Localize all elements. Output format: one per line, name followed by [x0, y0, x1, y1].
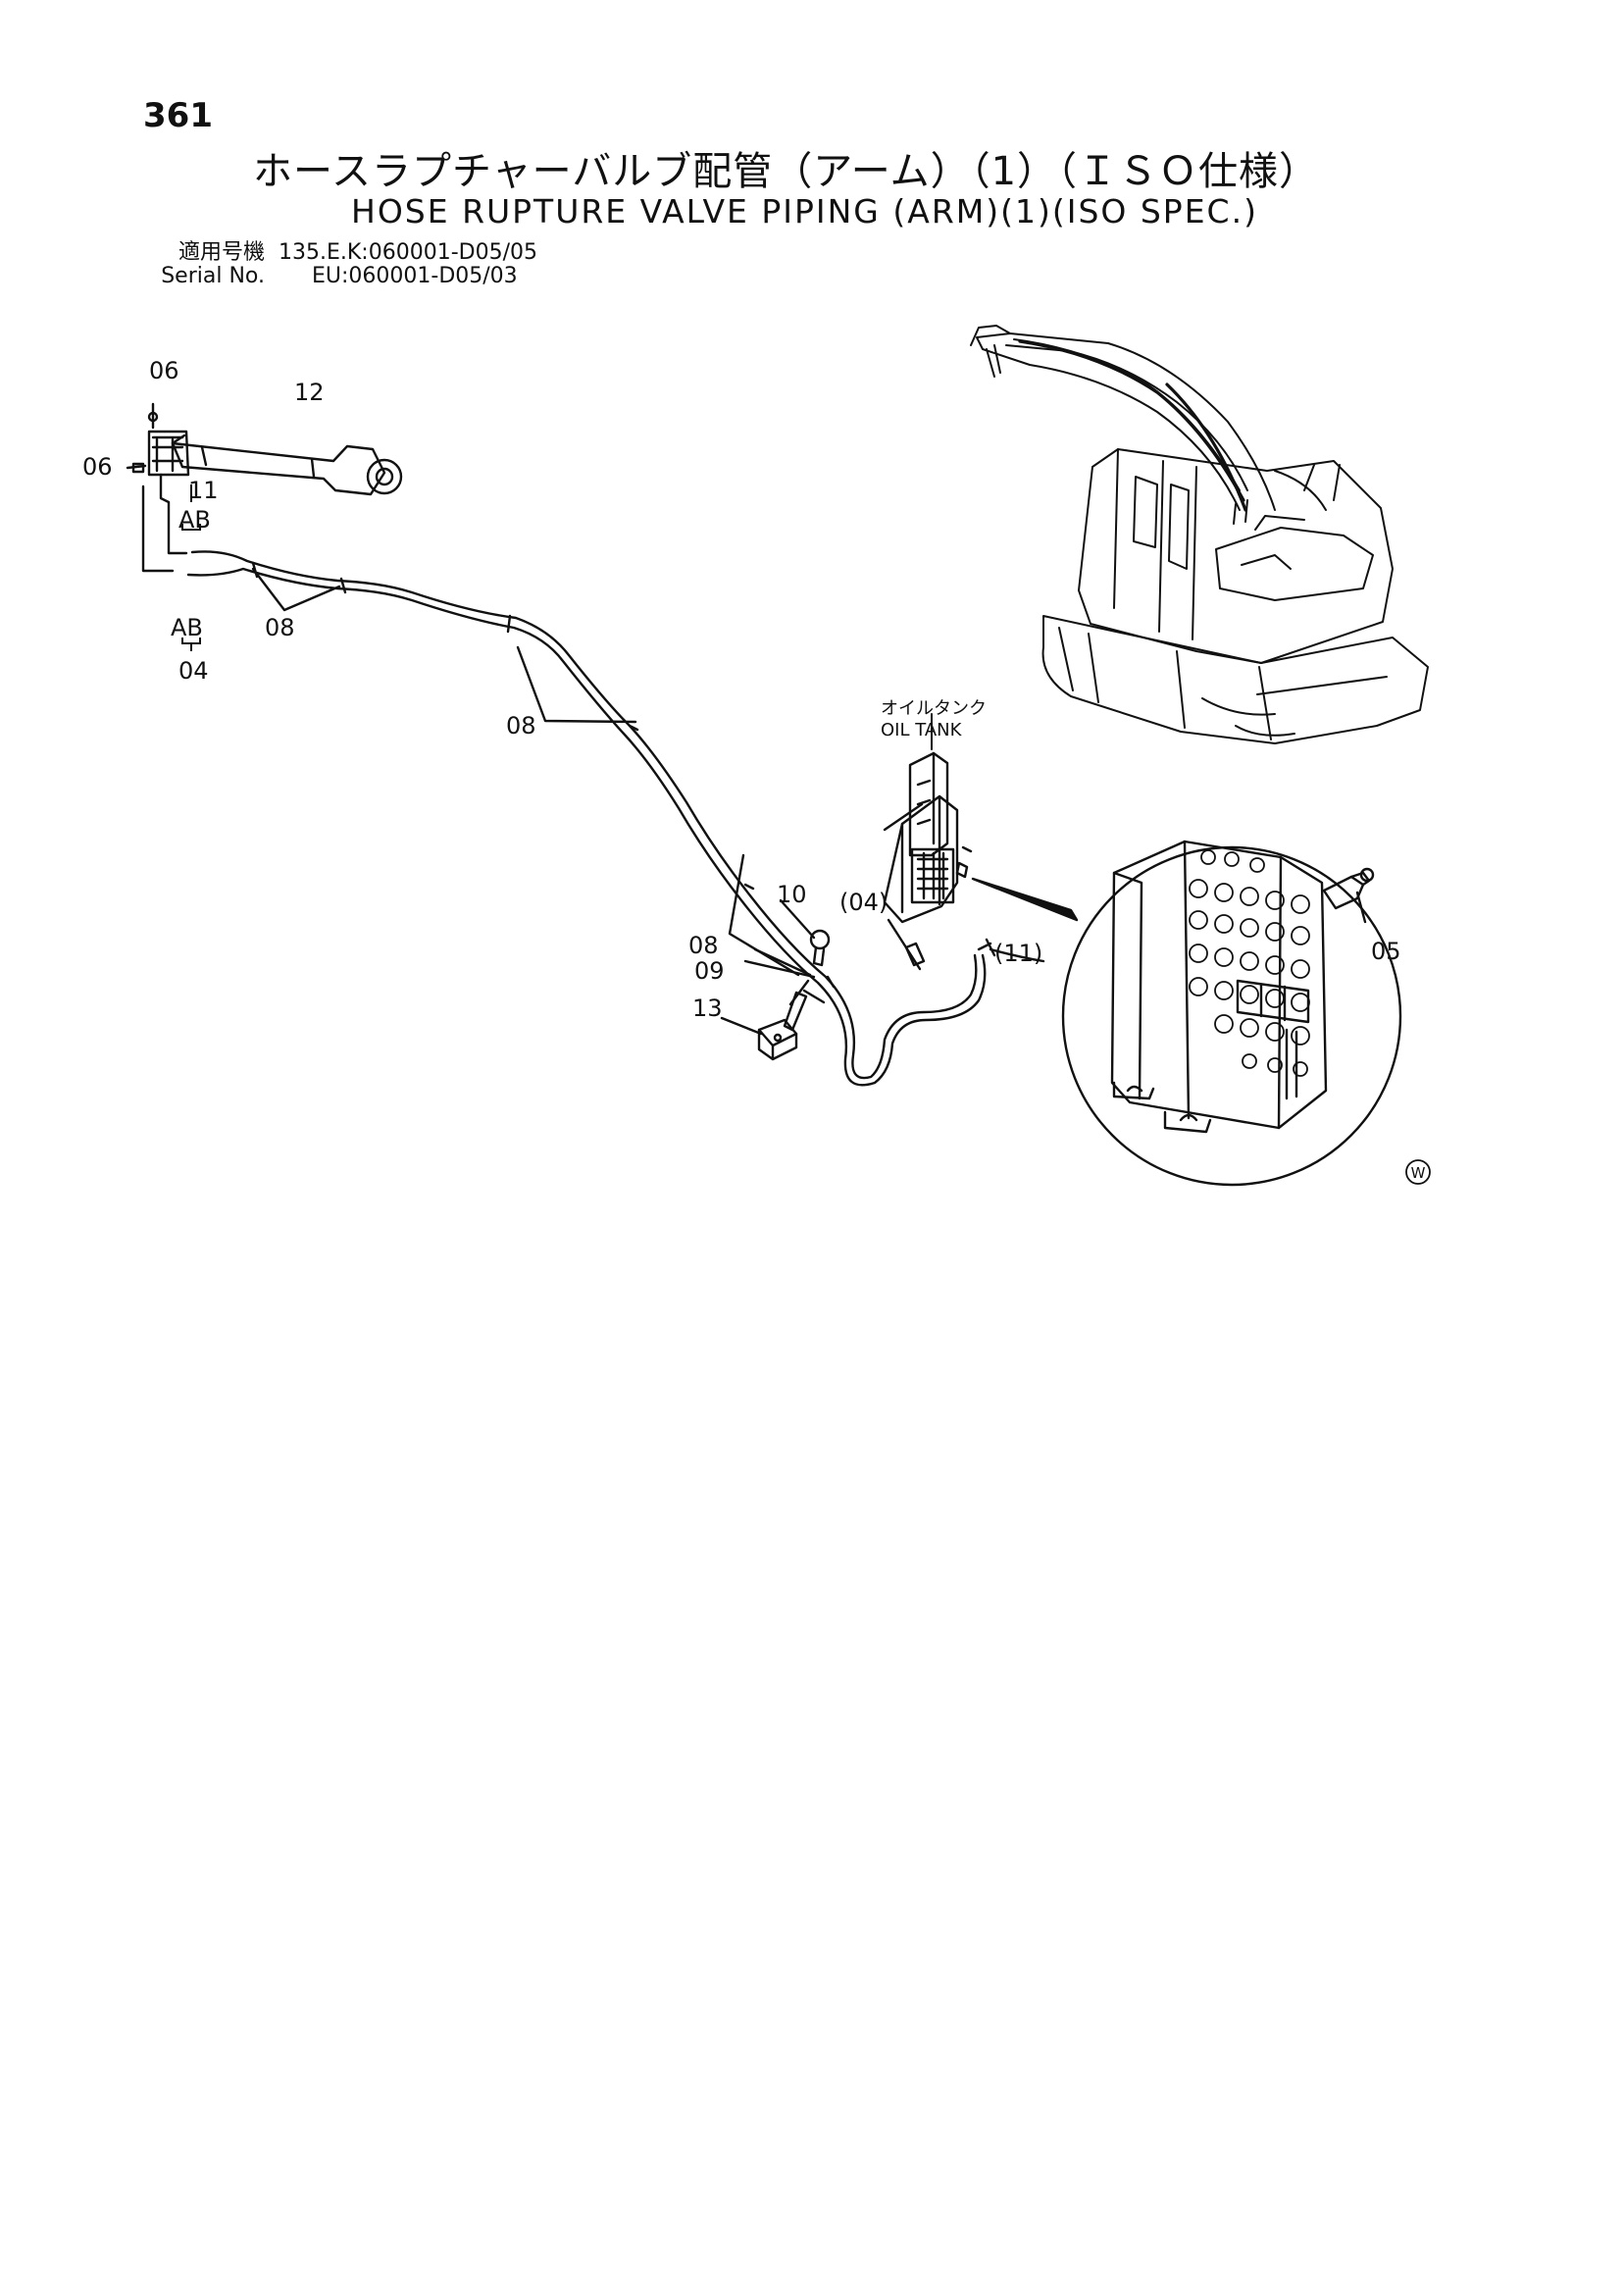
page-title-japanese: ホースラプチャーバルブ配管（アーム）（1）（ＩＳＯ仕様） [253, 149, 1320, 194]
label-ab-bottom: AB [171, 614, 203, 641]
serial-row-1: 適用号機 135.E.K:060001-D05/05 [149, 241, 537, 265]
serial-value-1: 135.E.K:060001-D05/05 [279, 240, 537, 265]
serial-label-english: Serial No. [161, 264, 265, 288]
excavator-illustration [970, 325, 1429, 744]
label-part-04-paren: (04) [839, 889, 888, 916]
arm-cylinder-part [147, 430, 403, 496]
label-part-12: 12 [294, 379, 325, 406]
label-part-11-paren: (11) [994, 940, 1042, 967]
label-oil-tank-japanese: オイルタンク [881, 698, 987, 719]
label-part-05: 05 [1371, 938, 1401, 965]
label-part-04: 04 [178, 657, 209, 685]
label-part-08-a: 08 [265, 614, 295, 641]
oil-tank-part [883, 751, 973, 924]
w-mark: W [1411, 1164, 1426, 1182]
label-part-06-left: 06 [82, 453, 113, 481]
label-part-08-c: 08 [688, 932, 719, 959]
label-part-06-top: 06 [149, 357, 179, 384]
label-part-11-top: 11 [188, 477, 219, 504]
label-part-13: 13 [692, 995, 723, 1022]
label-ab-top: AB [178, 506, 211, 534]
serial-block: 適用号機 135.E.K:060001-D05/05 Serial No. EU:0… [149, 241, 537, 288]
serial-value-2: EU:060001-D05/03 [312, 264, 518, 288]
page-number: 361 [143, 96, 213, 135]
magnified-valve-detail [1061, 840, 1402, 1187]
label-oil-tank-english: OIL TANK [881, 720, 963, 740]
serial-row-2: Serial No. EU:060001-D05/03 [149, 265, 537, 288]
label-part-09: 09 [694, 957, 725, 985]
hose-route [186, 550, 987, 1087]
label-part-10: 10 [777, 881, 807, 908]
page-title-english: HOSE RUPTURE VALVE PIPING (ARM)(1)(ISO S… [351, 192, 1258, 230]
parts-diagram: 06 06 12 11 AB AB 04 08 08 08 10 (04) 09… [82, 325, 1431, 1187]
label-part-08-b: 08 [506, 712, 536, 740]
serial-label-japanese: 適用号機 [178, 240, 265, 265]
